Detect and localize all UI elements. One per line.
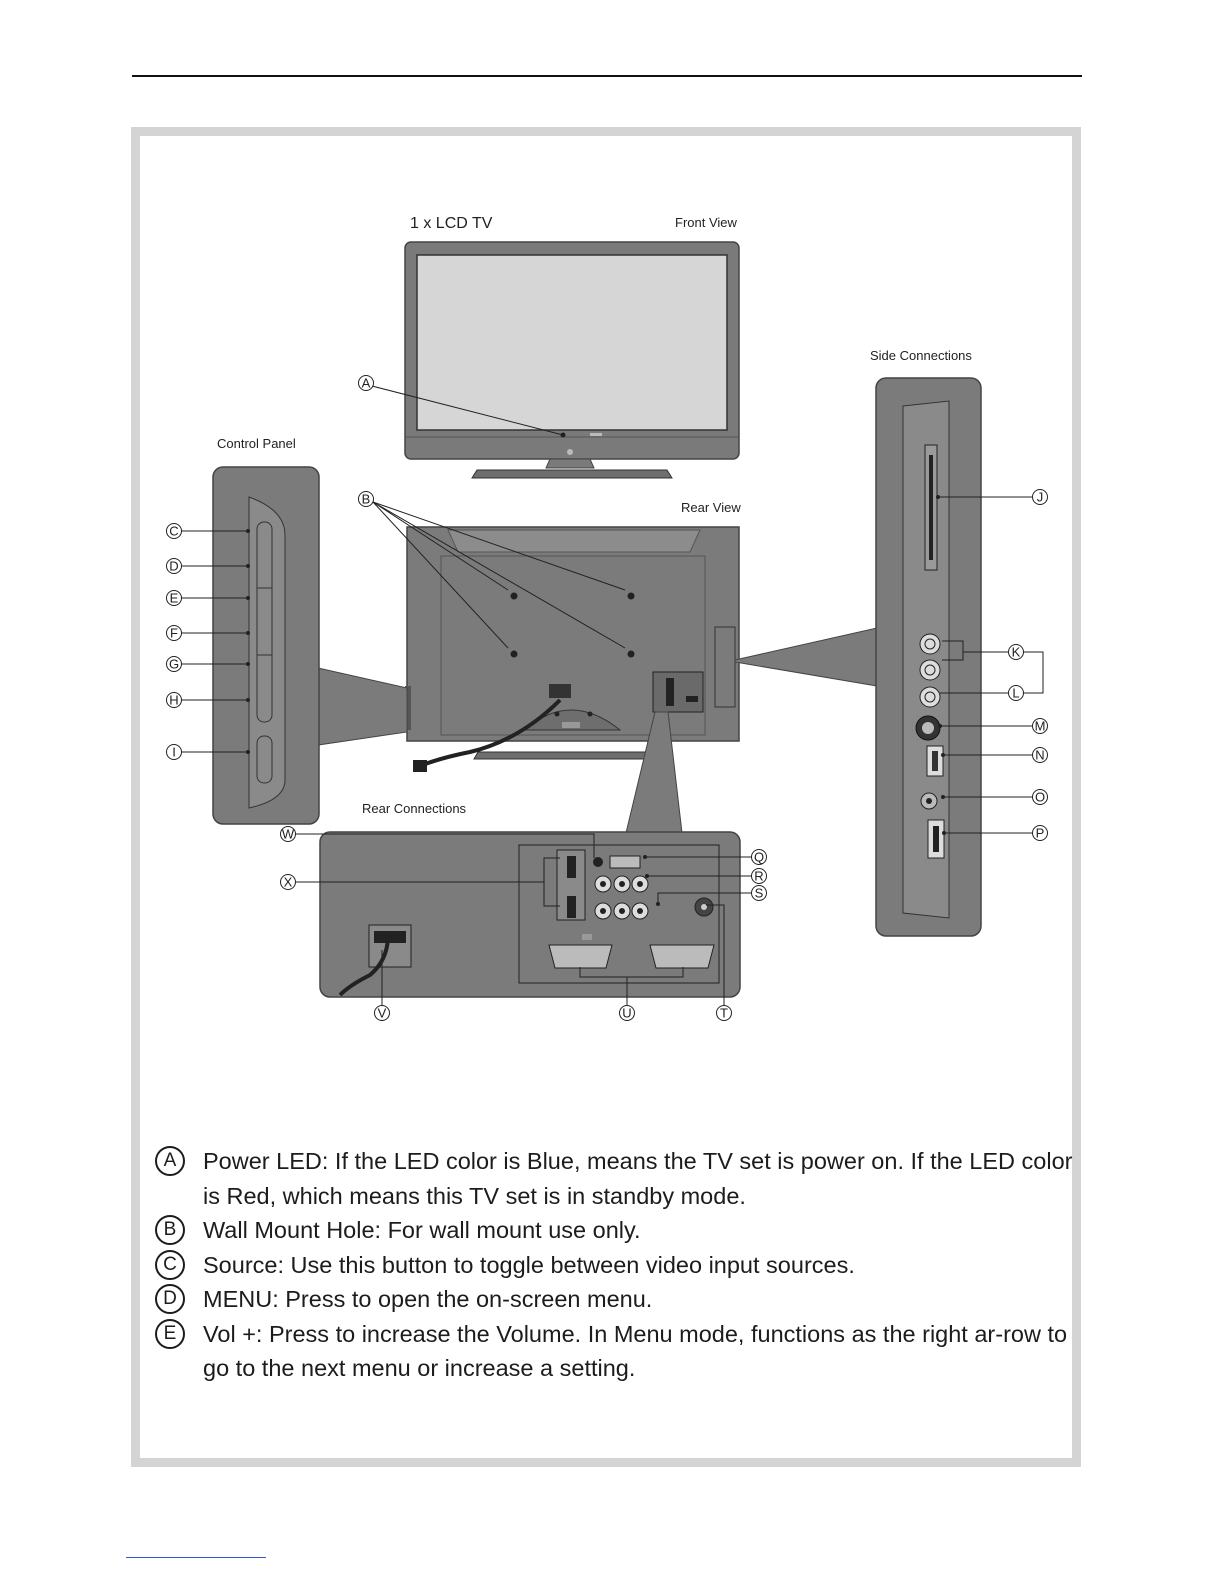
callout-h: H — [169, 693, 178, 708]
rear-connections-panel — [319, 831, 741, 998]
callout-n: N — [1035, 748, 1044, 763]
footer-link-underline[interactable] — [126, 1557, 266, 1558]
control-panel-label: Control Panel — [217, 436, 296, 451]
callout-a: A — [362, 376, 371, 391]
description-list: A Power LED: If the LED color is Blue, m… — [155, 1144, 1075, 1386]
description-item-e: E Vol +: Press to increase the Volume. I… — [155, 1317, 1075, 1386]
callout-t: T — [720, 1006, 728, 1021]
description-item-b: B Wall Mount Hole: For wall mount use on… — [155, 1213, 1075, 1248]
callout-j: J — [1037, 490, 1044, 505]
description-text: Source: Use this button to toggle betwee… — [203, 1251, 855, 1278]
callout-q: Q — [754, 850, 764, 865]
description-letter: E — [155, 1318, 185, 1349]
description-letter: A — [155, 1146, 185, 1176]
description-text: Power LED: If the LED color is Blue, mea… — [203, 1148, 1073, 1209]
description-letter: B — [155, 1215, 185, 1245]
description-item-c: C Source: Use this button to toggle betw… — [155, 1248, 1075, 1283]
side-connections-label: Side Connections — [870, 348, 972, 363]
callout-e: E — [170, 591, 179, 606]
callout-o: O — [1035, 790, 1045, 805]
callout-r: R — [754, 869, 763, 884]
callout-l: L — [1012, 686, 1019, 701]
description-item-a: A Power LED: If the LED color is Blue, m… — [155, 1144, 1075, 1213]
callout-d: D — [169, 559, 178, 574]
description-letter: D — [155, 1284, 185, 1314]
rear-connections-label: Rear Connections — [362, 801, 467, 816]
description-text: MENU: Press to open the on-screen menu. — [203, 1286, 653, 1312]
callout-i: I — [172, 745, 176, 760]
callout-v: V — [378, 1006, 387, 1021]
description-text: Wall Mount Hole: For wall mount use only… — [203, 1217, 641, 1243]
tv-title: 1 x LCD TV — [410, 215, 493, 232]
callout-p: P — [1036, 826, 1045, 841]
rear-view-label: Rear View — [681, 500, 741, 515]
callout-k: K — [1012, 645, 1021, 660]
callout-c: C — [169, 524, 178, 539]
front-view-tv — [404, 241, 740, 479]
callout-s: S — [755, 886, 764, 901]
callout-m: M — [1035, 719, 1046, 734]
side-connections-panel — [875, 377, 982, 937]
description-item-d: D MENU: Press to open the on-screen menu… — [155, 1282, 1075, 1317]
callout-x: X — [284, 875, 293, 890]
callout-g: G — [169, 657, 179, 672]
description-letter: C — [155, 1249, 185, 1280]
control-panel — [212, 466, 320, 825]
callout-w: W — [282, 827, 295, 842]
front-view-label: Front View — [675, 215, 738, 230]
callout-u: U — [622, 1006, 631, 1021]
callout-f: F — [170, 626, 178, 641]
callout-b: B — [362, 492, 371, 507]
header-rule — [132, 75, 1082, 77]
description-text: Vol +: Press to increase the Volume. In … — [203, 1320, 1068, 1382]
rear-view-tv — [405, 526, 740, 772]
